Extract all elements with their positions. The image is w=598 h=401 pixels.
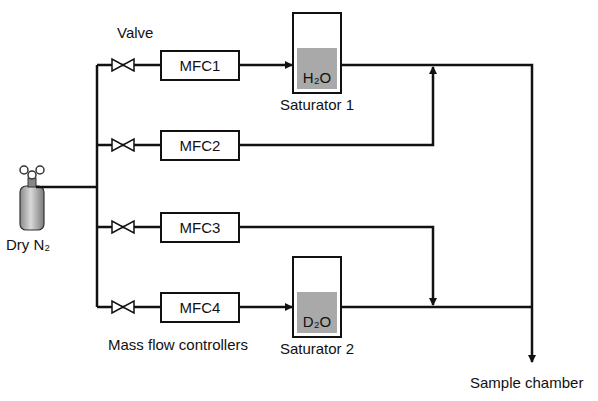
flow-connector [240, 306, 292, 309]
liquid-label: H₂O [294, 69, 340, 86]
mfc-label: MFC2 [180, 137, 221, 154]
saturator-vessel: D₂OSaturator 2 [292, 256, 342, 338]
feed-lines [36, 65, 160, 307]
flow-connector [240, 64, 292, 67]
mfc-label: MFC1 [180, 57, 221, 74]
vessel-caption: Saturator 1 [280, 96, 354, 113]
mfc-box: MFC4 [160, 292, 240, 323]
vessel-caption: Saturator 2 [280, 340, 354, 357]
text-label: Dry N₂ [6, 236, 50, 253]
text-label: Sample chamber [470, 374, 583, 391]
outlet-lines [240, 65, 532, 362]
mfc-box: MFC1 [160, 50, 240, 81]
gas-cylinder [20, 166, 44, 230]
liquid-label: D₂O [294, 313, 340, 330]
valve-symbols [112, 59, 134, 313]
text-label: Valve [117, 24, 153, 41]
mfc-box: MFC2 [160, 130, 240, 161]
mfc-label: MFC3 [180, 219, 221, 236]
mfc-box: MFC3 [160, 212, 240, 243]
text-label: Mass flow controllers [108, 336, 248, 353]
saturator-vessel: H₂OSaturator 1 [292, 12, 342, 94]
mfc-label: MFC4 [180, 299, 221, 316]
